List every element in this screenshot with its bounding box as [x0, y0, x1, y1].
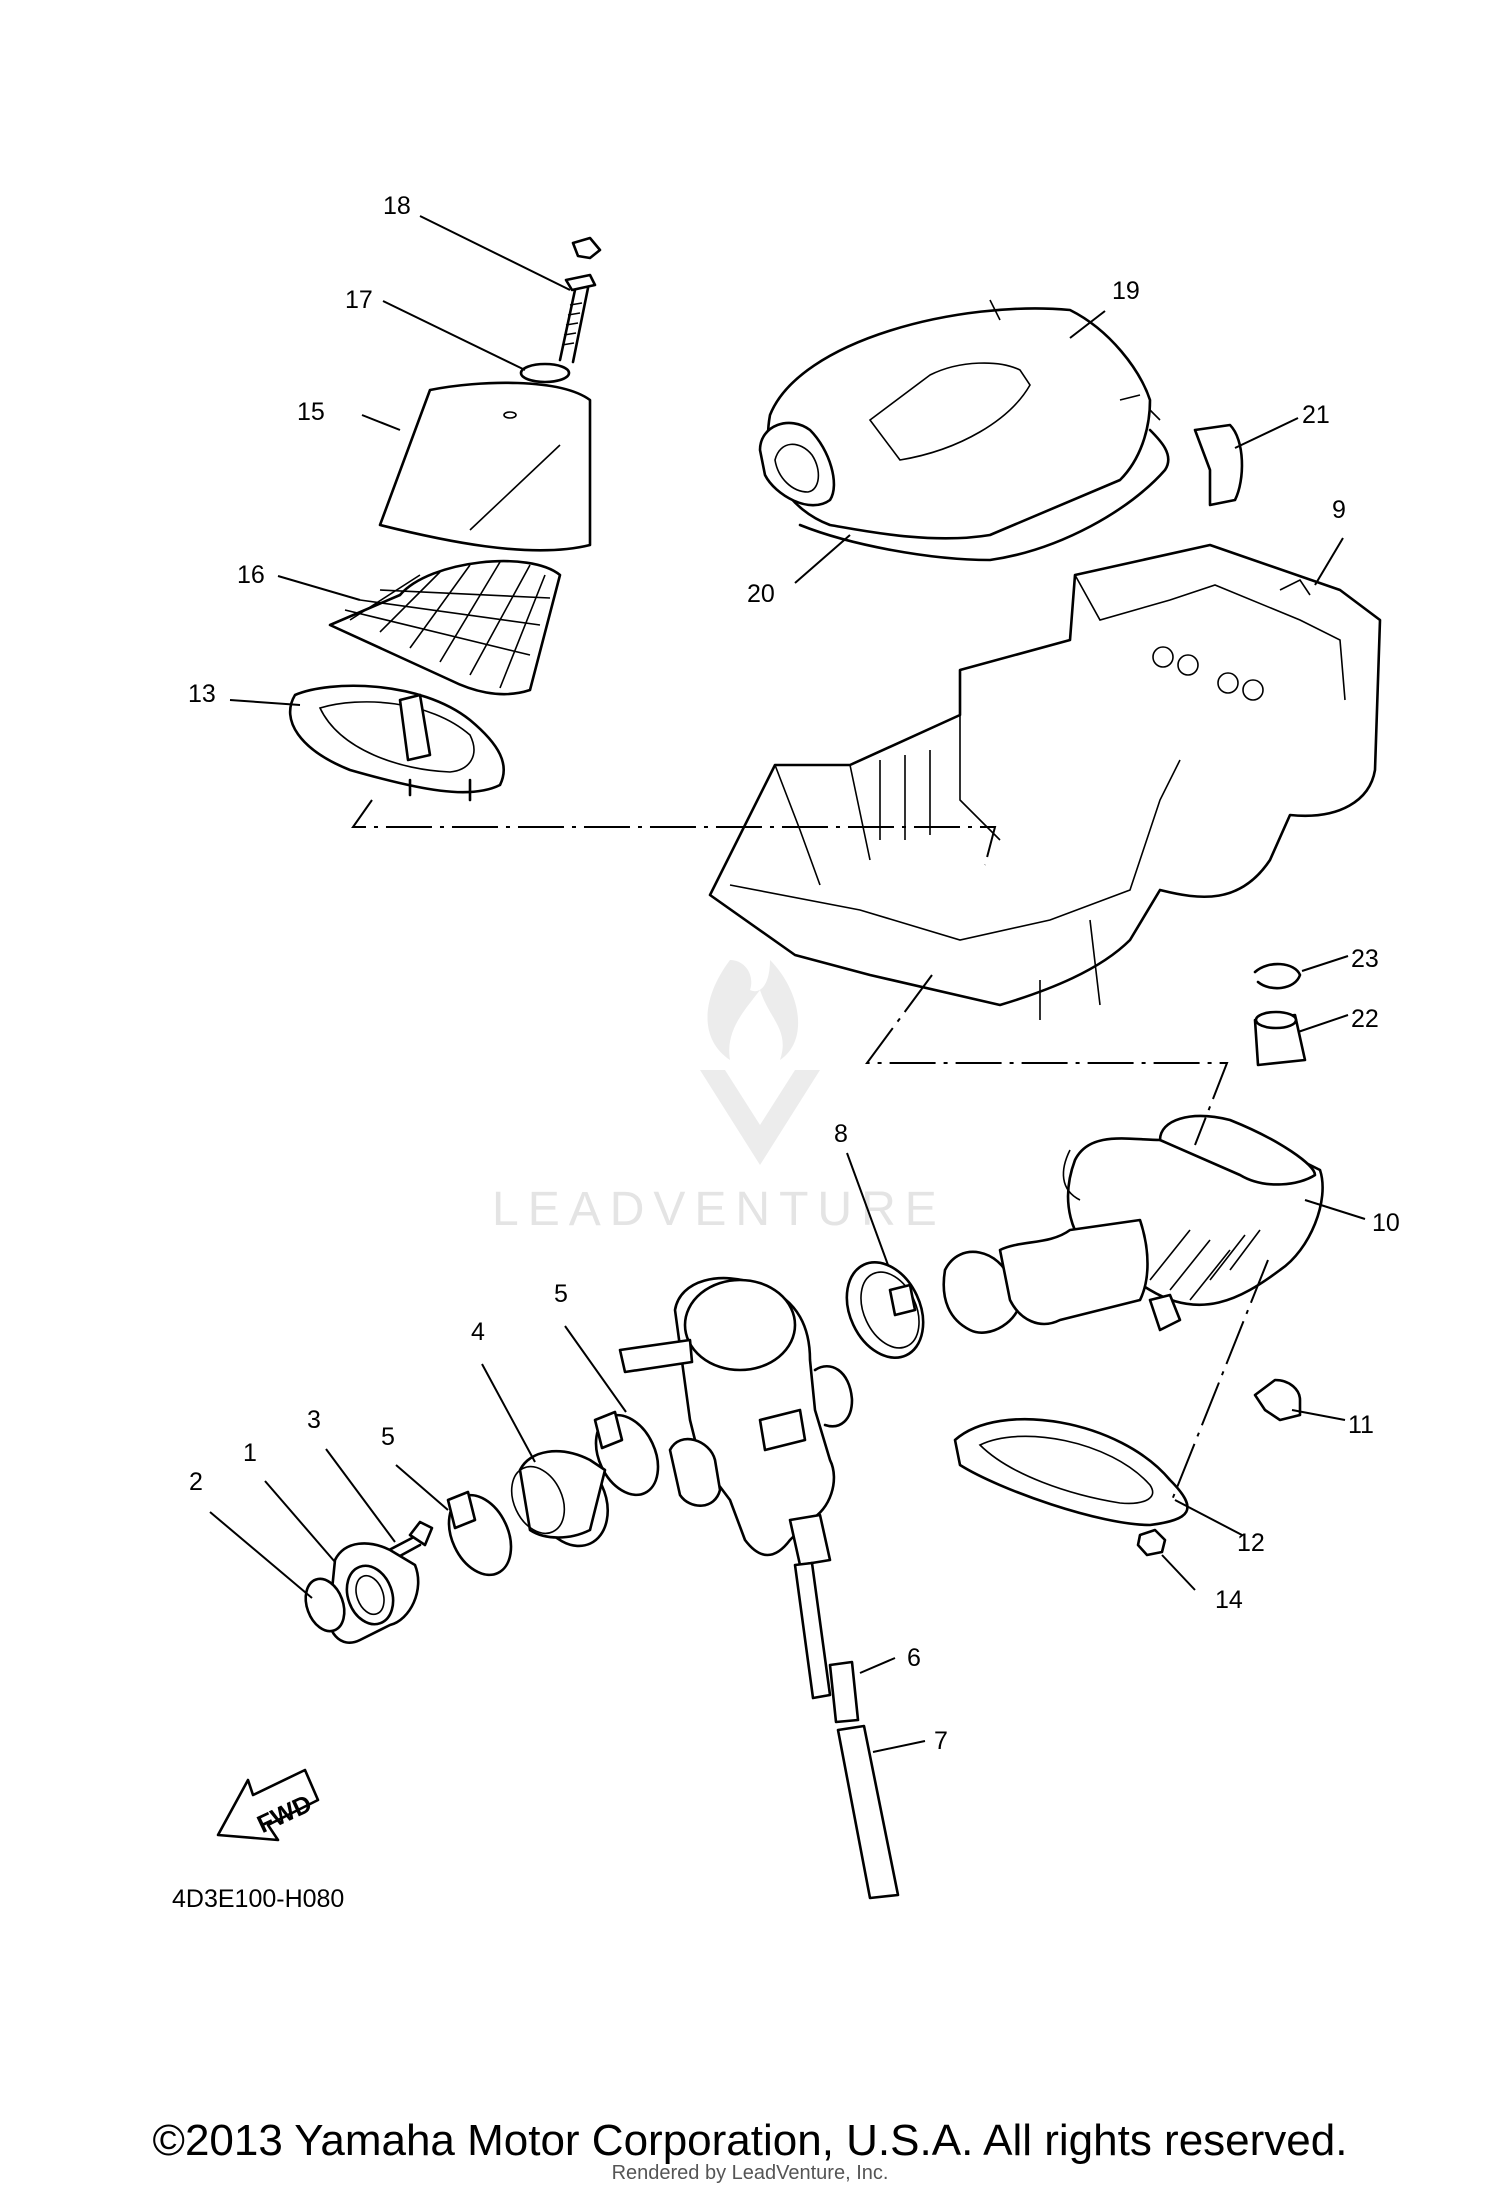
copyright-notice: ©2013 Yamaha Motor Corporation, U.S.A. A…	[152, 2116, 1348, 2165]
callout-15: 15	[297, 398, 325, 426]
callout-6: 6	[907, 1644, 921, 1672]
part-10-intake-joint	[942, 1114, 1324, 1334]
callout-21: 21	[1302, 401, 1330, 429]
part-5-clamp-upper	[593, 1410, 660, 1497]
part-4-joint	[510, 1449, 609, 1548]
callout-18: 18	[383, 192, 411, 220]
carburetor	[618, 1276, 854, 1700]
part-7-hose	[836, 1724, 900, 1900]
callout-11: 11	[1348, 1411, 1374, 1439]
part-1-joint-flange	[327, 1542, 420, 1644]
callout-23: 23	[1351, 945, 1379, 973]
part-16-filter-cage	[328, 559, 562, 696]
assembly-lines	[351, 799, 1269, 1506]
callout-7: 7	[934, 1727, 948, 1755]
callout-labels: 1 2 3 4 5 5 6 7 8 9 10 11 12 13 14 15 16…	[188, 192, 1400, 1755]
part-21-clip	[1193, 423, 1244, 507]
part-17-washer	[519, 362, 571, 384]
part-5-clamp-lower	[446, 1490, 513, 1577]
callout-16: 16	[237, 561, 265, 589]
part-8-clamp	[845, 1261, 925, 1359]
callout-8: 8	[834, 1120, 848, 1148]
callout-22: 22	[1351, 1005, 1379, 1033]
part-22-drain-cap	[1253, 1010, 1307, 1067]
part-14-nut	[1136, 1528, 1167, 1557]
part-13-base-plate	[288, 684, 505, 802]
leader-lines	[209, 215, 1366, 1753]
part-12-gasket	[953, 1417, 1189, 1527]
callout-13: 13	[188, 680, 216, 708]
callout-4: 4	[471, 1318, 485, 1346]
callout-1: 1	[243, 1439, 257, 1467]
callout-14: 14	[1215, 1586, 1243, 1614]
part-11-elbow	[1253, 1378, 1302, 1422]
part-15-filter-element	[378, 381, 592, 552]
callout-2: 2	[189, 1468, 203, 1496]
callout-20: 20	[747, 580, 775, 608]
callout-3: 3	[307, 1406, 321, 1434]
part-2-o-ring	[304, 1577, 346, 1633]
part-19-airbox-cover	[758, 299, 1161, 540]
callout-10: 10	[1372, 1209, 1400, 1237]
part-9-air-box	[708, 543, 1382, 1020]
leadventure-watermark: LEADVENTURE	[492, 960, 946, 1236]
callout-19: 19	[1112, 277, 1140, 305]
watermark-text: LEADVENTURE	[492, 1183, 946, 1236]
part-6-fitting	[828, 1660, 860, 1724]
callout-5b: 5	[554, 1280, 568, 1308]
part-23-clip	[1253, 962, 1302, 990]
callout-5a: 5	[381, 1423, 395, 1451]
callout-9: 9	[1332, 496, 1346, 524]
rendered-by-notice: Rendered by LeadVenture, Inc.	[611, 2162, 889, 2184]
callout-17: 17	[345, 286, 373, 314]
part-18-wing-bolt	[558, 236, 602, 364]
part-20-seal	[798, 428, 1170, 562]
fwd-arrow-icon: FWD	[216, 1768, 320, 1842]
diagram-code: 4D3E100-H080	[172, 1885, 344, 1913]
callout-12: 12	[1237, 1529, 1265, 1557]
